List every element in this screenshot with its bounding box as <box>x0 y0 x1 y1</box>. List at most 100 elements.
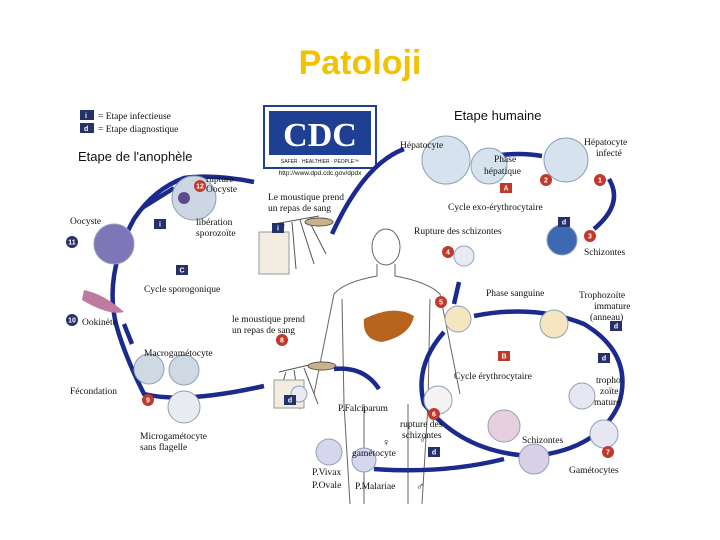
blood-phase-cell <box>444 305 472 333</box>
label-microgametocyte: Microgamétocyte <box>140 432 207 442</box>
label-p-falciparum: P.Falciparum <box>338 404 388 414</box>
cdc-logo-text: CDC <box>283 117 357 154</box>
label-macrogametocyte: Macrogamétocyte <box>144 349 213 359</box>
stage-badge-label: 10 <box>68 318 76 325</box>
stage-badge-label: 5 <box>439 300 443 307</box>
stage-badge-b6: 6 <box>428 408 440 420</box>
stage-badge-label: 1 <box>598 178 602 185</box>
macrogametocyte-cell-a <box>133 353 165 385</box>
legend-infective-label: = Etape infectieuse <box>98 111 171 122</box>
label-gametocyte: gamétocyte <box>352 449 396 459</box>
stage-badge-label: d <box>288 398 292 405</box>
stage-badge-b8: 8 <box>276 334 288 346</box>
arrow-mosquito-inner <box>140 186 176 210</box>
stage-badge-label: d <box>432 450 436 457</box>
stage-badge-label: 9 <box>146 398 150 405</box>
stage-badge-shape <box>594 174 606 186</box>
legend: i = Etape infectieuse d = Etape diagnost… <box>80 110 178 135</box>
label-anneau: (anneau) <box>590 312 623 323</box>
stage-badge-shape <box>194 180 206 192</box>
stage-badge-bA: A <box>500 183 512 193</box>
stage-badge-shape <box>142 394 154 406</box>
label-blood-phase: Phase sanguine <box>486 289 544 299</box>
stage-badge-bi2: i <box>272 223 284 233</box>
stage-badge-b7: 7 <box>602 446 614 458</box>
label-gametocytes: Gamétocytes <box>569 466 619 476</box>
stage-badge-label: 7 <box>606 450 610 457</box>
stage-badge-label: C <box>179 268 184 275</box>
pvivax-cell <box>315 438 343 466</box>
arrow-hepatic-to-schizont <box>592 177 617 231</box>
schizont-bottom-cell <box>487 409 521 443</box>
label-ookinete: Ookinète <box>82 318 117 328</box>
label-hepatique: hépatique <box>484 167 521 177</box>
stage-badge-b9: 9 <box>142 394 154 406</box>
label-rupture: rupture <box>206 175 233 185</box>
stage-badge-shape <box>272 223 284 233</box>
diagnostic-badge-icon <box>80 123 94 133</box>
arrow-to-gametocytes <box>373 456 505 473</box>
stage-badge-label: i <box>159 222 161 229</box>
stage-badge-label: 2 <box>544 178 548 185</box>
label-exo-cycle: Cycle exo-érythrocytaire <box>448 203 543 213</box>
label-schizont-rupture: Rupture des schizontes <box>414 227 502 237</box>
stage-badge-shape <box>598 353 610 363</box>
male-symbol-icon: ♂ <box>416 481 424 493</box>
stage-badge-shape <box>442 246 454 258</box>
stage-badge-label: 6 <box>432 412 436 419</box>
stage-badge-bd3: d <box>428 447 440 457</box>
stage-badge-label: A <box>503 186 508 193</box>
stage-badge-b3: 3 <box>584 230 596 242</box>
fecondation-cell <box>167 390 201 424</box>
stage-badge-shape <box>66 236 78 248</box>
label-phase: Phase <box>494 155 516 165</box>
label-mosquito-meal-1: Le moustique prend <box>268 193 344 203</box>
schizont-top-cell <box>546 224 578 256</box>
arrow-erythro-cycle <box>419 309 625 459</box>
oocyst-cell <box>93 223 135 265</box>
stage-badge-shape <box>540 174 552 186</box>
label-liberation: libération <box>196 218 233 228</box>
stage-badge-label: 11 <box>68 240 76 247</box>
stage-badge-shape <box>435 296 447 308</box>
cdc-url: http://www.dpd.cdc.gov/dpdx <box>279 170 362 177</box>
ookinete-cell <box>82 290 124 313</box>
malaria-life-cycle-diagram: i = Etape infectieuse d = Etape diagnost… <box>66 105 630 504</box>
stage-badge-bC: C <box>176 265 188 275</box>
stage-badge-label: B <box>501 354 506 361</box>
slide-title: Patoloji <box>298 44 422 82</box>
stage-badge-label: d <box>602 356 606 363</box>
stage-badge-b1: 1 <box>594 174 606 186</box>
mature-trophozoite-cell <box>568 382 596 410</box>
stage-badge-shape <box>428 447 440 457</box>
stage-badge-b2: 2 <box>540 174 552 186</box>
hepatic-phase-cell <box>470 147 508 185</box>
stage-badge-bd2: d <box>598 353 610 363</box>
stage-badge-shape <box>498 351 510 361</box>
label-zoite: zoïte <box>600 387 618 397</box>
pmalariae-cell <box>351 447 377 473</box>
label-trophozoite: Trophozoïte <box>579 291 625 301</box>
arrow-to-blood <box>451 281 462 305</box>
mosquito-stage-heading: Etape de l'anophèle <box>78 149 193 164</box>
label-schizontes-rupture: schizontes <box>402 431 442 441</box>
stage-badge-b10: 10 <box>66 314 78 326</box>
label-sporogonic-cycle: Cycle sporogonique <box>144 285 220 295</box>
arrow-gametocytes-to-mosquito <box>333 366 381 391</box>
stage-badge-shape <box>154 219 166 229</box>
macrogametocyte-cell-b <box>168 354 200 386</box>
female-symbol-icon: ♀ <box>382 437 390 449</box>
schizont-rupture-cell <box>453 245 475 267</box>
stage-badge-shape <box>610 321 622 331</box>
arrow-ookinete-to-gamete <box>121 323 135 345</box>
hepatocyte-cell <box>421 135 471 185</box>
sporozoite-release-cell <box>178 192 190 204</box>
label-tropho: tropho <box>596 376 621 386</box>
gametocyte-bottom-cell <box>589 419 619 449</box>
stage-badge-b12: 12 <box>194 180 206 192</box>
gametocytes-cell <box>518 443 550 475</box>
human-stage-heading: Etape humaine <box>454 108 541 123</box>
label-p-malariae: P.Malariae <box>355 482 395 492</box>
stage-badge-label: 3 <box>588 234 592 241</box>
stage-badge-shape <box>66 314 78 326</box>
